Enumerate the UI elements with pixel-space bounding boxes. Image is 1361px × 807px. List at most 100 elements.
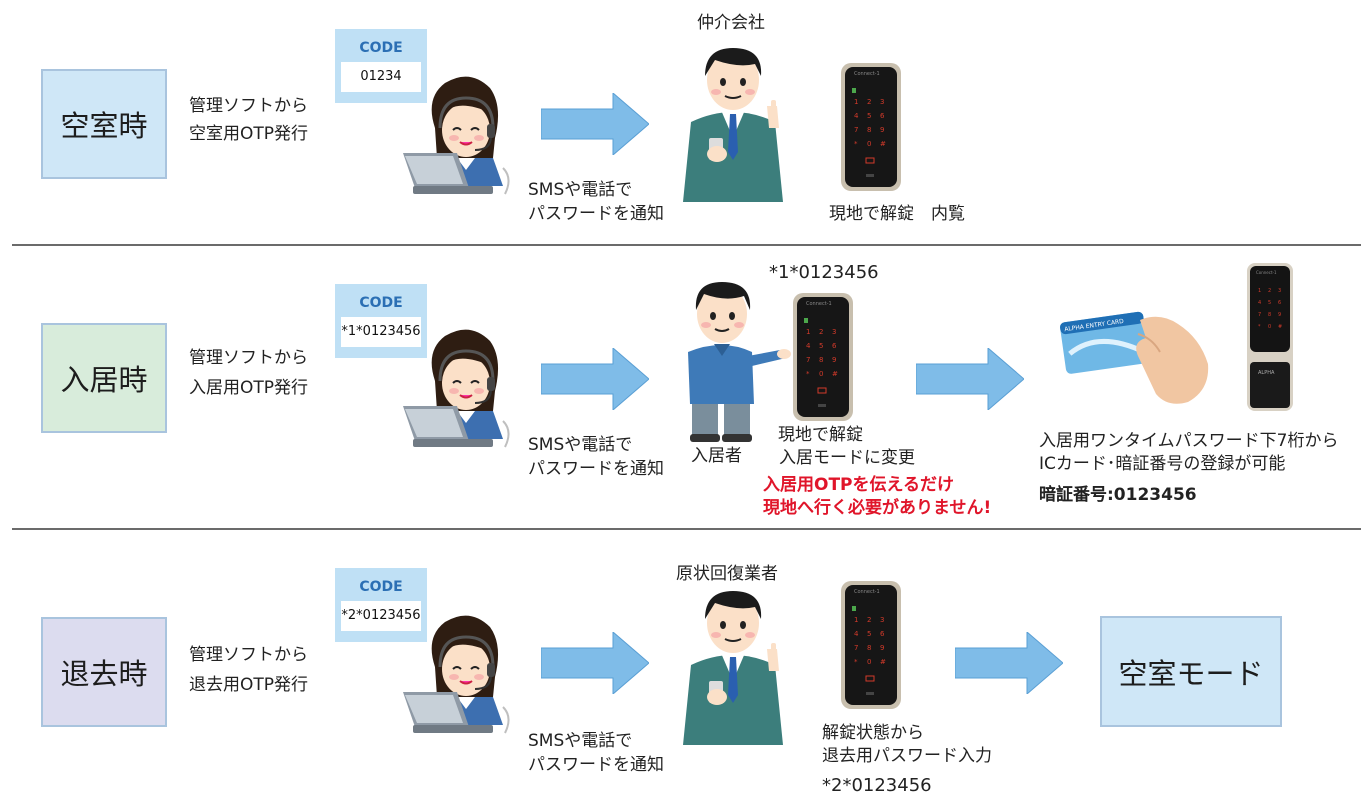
notify-text-2: パスワードを通知: [528, 755, 664, 775]
svg-text:#: #: [832, 370, 838, 378]
svg-text:3: 3: [1278, 288, 1281, 294]
svg-text:0: 0: [867, 658, 871, 666]
svg-text:3: 3: [832, 328, 836, 336]
lock-code-label: *1*0123456: [769, 262, 879, 283]
action-text-movein-2: 入居モードに変更: [779, 448, 915, 468]
code-box-vacant: CODE 01234: [335, 29, 427, 103]
svg-text:*: *: [1258, 324, 1261, 330]
svg-text:0: 0: [819, 370, 823, 378]
lock-model-text: Connect-1: [1256, 270, 1277, 275]
svg-text:7: 7: [854, 126, 858, 134]
svg-text:6: 6: [880, 630, 885, 638]
svg-text:6: 6: [880, 112, 885, 120]
svg-text:9: 9: [832, 356, 836, 364]
svg-text:0: 0: [1268, 324, 1271, 330]
svg-text:2: 2: [867, 98, 871, 106]
lock-model-text: Connect-1: [854, 589, 880, 595]
notify-text-1: SMSや電話で: [528, 731, 633, 751]
svg-text:5: 5: [867, 630, 871, 638]
svg-text:1: 1: [854, 616, 858, 624]
result-text-2: ICカード･暗証番号の登録が可能: [1039, 454, 1286, 474]
code-value: *1*0123456: [341, 317, 421, 347]
divider-1: [12, 244, 1361, 246]
svg-text:2: 2: [867, 616, 871, 624]
svg-text:7: 7: [854, 644, 858, 652]
arrow-right: [955, 632, 1063, 694]
action-text-vacant: 現地で解錠 内覧: [829, 204, 965, 224]
code-box-movein: CODE *1*0123456: [335, 284, 427, 358]
row-desc-moveout-1: 管理ソフトから: [189, 645, 308, 665]
code-title: CODE: [359, 40, 403, 56]
row-desc-vacant-2: 空室用OTP発行: [189, 124, 309, 144]
notify-text-1: SMSや電話で: [528, 180, 633, 200]
svg-text:4: 4: [1258, 300, 1261, 306]
notify-text-2: パスワードを通知: [528, 459, 664, 479]
pin-label: 暗証番号:0123456: [1039, 485, 1197, 505]
svg-text:7: 7: [1258, 312, 1261, 318]
svg-text:*: *: [854, 140, 858, 148]
svg-text:5: 5: [1268, 300, 1271, 306]
svg-text:4: 4: [854, 630, 859, 638]
lock-model-text: Connect-1: [806, 301, 832, 307]
svg-text:2: 2: [1268, 288, 1271, 294]
row-desc-vacant-1: 管理ソフトから: [189, 96, 308, 116]
svg-text:9: 9: [880, 644, 884, 652]
action-text-moveout-2: 退去用パスワード入力: [822, 746, 992, 766]
person-title-restorer: 原状回復業者: [676, 564, 778, 584]
operator-illustration: [403, 76, 510, 195]
resident-illustration: [688, 282, 791, 442]
svg-text:9: 9: [880, 126, 884, 134]
row-desc-movein-2: 入居用OTP発行: [189, 378, 309, 398]
door-lock-illustration: Connect-1 1 2 3 4 5 6 7 8 9 * 0 # ALPHA: [1247, 263, 1293, 411]
svg-text:*: *: [806, 370, 810, 378]
row-desc-movein-1: 管理ソフトから: [189, 348, 308, 368]
svg-text:2: 2: [819, 328, 823, 336]
lock-model-text: Connect-1: [854, 71, 880, 77]
code-value: *2*0123456: [341, 601, 421, 631]
svg-text:6: 6: [1278, 300, 1281, 306]
keypad-digits: 1 2 3 4 5 6 7 8 9 * 0 #: [1258, 288, 1282, 330]
row-label-moveout: 退去時: [41, 617, 167, 727]
svg-text:3: 3: [880, 616, 884, 624]
svg-text:1: 1: [806, 328, 810, 336]
code-value: 01234: [341, 62, 421, 92]
svg-text:#: #: [1278, 324, 1282, 330]
row-desc-moveout-2: 退去用OTP発行: [189, 675, 309, 695]
svg-text:6: 6: [832, 342, 837, 350]
svg-text:5: 5: [819, 342, 823, 350]
notify-text-2: パスワードを通知: [528, 204, 664, 224]
person-title-agent: 仲介会社: [697, 13, 765, 33]
ic-card-illustration: ALPHA ENTRY CARD: [1060, 311, 1209, 404]
svg-text:*: *: [854, 658, 858, 666]
lock-brand-text: ALPHA: [1258, 370, 1275, 376]
operator-illustration: [403, 329, 510, 448]
action-text-movein-1: 現地で解錠: [778, 425, 863, 445]
divider-2: [12, 528, 1361, 530]
svg-text:8: 8: [819, 356, 823, 364]
operator-illustration: [403, 615, 510, 734]
code-box-moveout: CODE *2*0123456: [335, 568, 427, 642]
svg-text:1: 1: [1258, 288, 1261, 294]
alert-text-1: 入居用OTPを伝えるだけ: [763, 475, 954, 495]
svg-text:#: #: [880, 658, 886, 666]
svg-text:1: 1: [854, 98, 858, 106]
svg-text:3: 3: [880, 98, 884, 106]
code-title: CODE: [359, 295, 403, 311]
action-text-moveout-1: 解錠状態から: [822, 723, 924, 743]
vacant-mode-box: 空室モード: [1100, 616, 1282, 727]
arrow-right: [541, 632, 649, 694]
svg-text:#: #: [880, 140, 886, 148]
svg-text:8: 8: [1268, 312, 1271, 318]
arrow-right: [541, 348, 649, 410]
agent-illustration: [683, 48, 783, 202]
svg-text:9: 9: [1278, 312, 1281, 318]
svg-text:8: 8: [867, 126, 871, 134]
moveout-code-label: *2*0123456: [822, 775, 932, 796]
arrow-right: [541, 93, 649, 155]
result-text-1: 入居用ワンタイムパスワード下7桁から: [1039, 431, 1339, 451]
